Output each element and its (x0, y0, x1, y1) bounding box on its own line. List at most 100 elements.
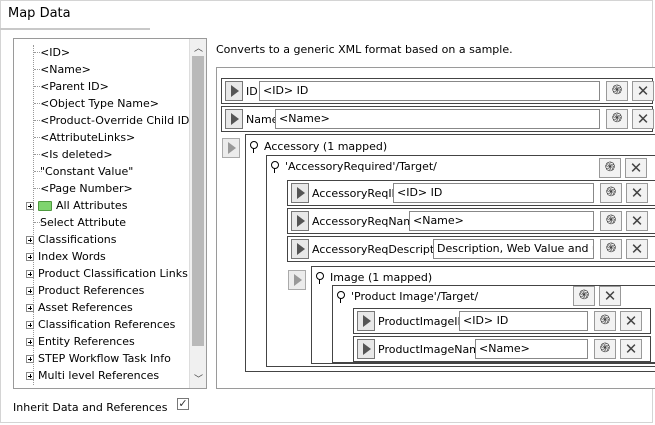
tree-item[interactable]: Multi level References (26, 367, 159, 384)
tree-connector (34, 86, 42, 87)
play-arrow-icon[interactable] (357, 311, 375, 331)
target-label: 'Product Image'/Target/ (351, 290, 479, 303)
tree-item[interactable]: <AttributeLinks> (34, 129, 135, 146)
close-icon[interactable]: ✕ (625, 158, 647, 178)
tree-item[interactable]: Classification References (26, 316, 175, 333)
expand-plus-icon[interactable] (26, 202, 34, 210)
tree-item[interactable]: <Product-Override Child ID> (34, 112, 199, 129)
tree-connector (34, 171, 42, 172)
play-arrow-icon[interactable] (288, 270, 306, 290)
tree-item-label: <Parent ID> (40, 80, 109, 93)
tree-item[interactable]: Entity References (26, 333, 135, 350)
mapping-value-field[interactable]: <ID> ID (259, 81, 600, 101)
tree-item[interactable]: <Is deleted> (34, 146, 113, 163)
expand-plus-icon[interactable] (26, 321, 34, 329)
accessory-target-group: 'AccessoryRequired'/Target/ ֍ ✕ Accessor… (266, 155, 655, 367)
expand-plus-icon[interactable] (26, 253, 34, 261)
tree-item-label: <Name> (40, 63, 91, 76)
tree-item-label: <ID> (40, 46, 71, 59)
play-arrow-icon[interactable] (291, 211, 309, 231)
tree-item[interactable]: Product References (26, 282, 144, 299)
scroll-up-icon[interactable]: ︿ (194, 44, 204, 54)
close-icon[interactable]: ✕ (620, 339, 642, 359)
tree-connector (34, 137, 42, 138)
mapping-row-accessory-req-name: AccessoryReqName <Name> ֍ ✕ (287, 208, 655, 234)
play-arrow-icon[interactable] (225, 109, 243, 129)
swirl-edit-icon[interactable]: ֍ (600, 239, 622, 259)
mapping-label: AccessoryReqName (312, 215, 421, 228)
tree-connector (34, 154, 42, 155)
checkmark-icon: ✓ (178, 397, 188, 410)
mapping-label: ID (246, 85, 258, 98)
swirl-edit-icon[interactable]: ֍ (599, 158, 621, 178)
swirl-edit-icon[interactable]: ֍ (594, 311, 616, 331)
tree-item[interactable]: <Object Type Name> (34, 95, 159, 112)
tree-item[interactable]: <ID> (34, 44, 71, 61)
expand-plus-icon[interactable] (26, 304, 34, 312)
play-arrow-icon[interactable] (225, 81, 243, 101)
mapping-value-field[interactable]: <Name> (409, 211, 594, 231)
expand-plus-icon[interactable] (26, 270, 34, 278)
mapping-value-field[interactable]: <ID> ID (393, 183, 594, 203)
mapping-value-field[interactable]: Description, Web Value and unit (433, 239, 594, 259)
tree-scrollbar[interactable]: ︿ ﹀ (189, 39, 206, 388)
tree-connector (34, 103, 42, 104)
tree-item[interactable]: "Constant Value" (34, 163, 133, 180)
mapping-value-field[interactable]: <ID> ID (459, 311, 588, 331)
play-arrow-icon[interactable] (291, 183, 309, 203)
tree-connector (34, 120, 42, 121)
expand-plus-icon[interactable] (26, 287, 34, 295)
swirl-edit-icon[interactable]: ֍ (600, 211, 622, 231)
target-label: 'AccessoryRequired'/Target/ (285, 160, 437, 173)
tree-item[interactable]: Select Attribute (34, 214, 127, 231)
tree-item[interactable]: Asset References (26, 299, 133, 316)
tree-item-label: Select Attribute (40, 216, 127, 229)
mapping-label: ProductImageName (378, 343, 487, 356)
tree-item-label: <Page Number> (40, 182, 133, 195)
tree-item-label: <Product-Override Child ID> (40, 114, 199, 127)
swirl-edit-icon[interactable]: ֍ (606, 109, 628, 129)
play-arrow-icon[interactable] (291, 239, 309, 259)
close-icon[interactable]: ✕ (626, 183, 648, 203)
tree-item[interactable]: <Name> (34, 61, 91, 78)
tree-item-label: Classification References (38, 318, 176, 331)
scroll-thumb[interactable] (192, 56, 204, 346)
swirl-edit-icon[interactable]: ֍ (594, 339, 616, 359)
expand-plus-icon[interactable] (26, 338, 34, 346)
mapping-value-field[interactable]: <Name> (475, 339, 588, 359)
tree-item[interactable]: Classifications (26, 231, 117, 248)
tree-item[interactable]: <Parent ID> (34, 78, 109, 95)
tree-item-label: STEP Workflow Task Info (38, 352, 171, 365)
title-underline (0, 28, 150, 30)
swirl-edit-icon[interactable]: ֍ (573, 286, 595, 306)
folder-icon (38, 201, 52, 211)
tree-item[interactable]: Product Classification Links (26, 265, 188, 282)
close-icon[interactable]: ✕ (626, 239, 648, 259)
tree-guide-line (33, 45, 35, 385)
close-icon[interactable]: ✕ (632, 109, 654, 129)
swirl-edit-icon[interactable]: ֍ (600, 183, 622, 203)
close-icon[interactable]: ✕ (599, 286, 621, 306)
tree-connector (34, 52, 42, 53)
key-icon (316, 272, 324, 284)
tree-item-label: <Is deleted> (40, 148, 113, 161)
tree-item[interactable]: STEP Workflow Task Info (26, 350, 171, 367)
mapping-row-name: Name <Name> ֍ ✕ (221, 106, 654, 132)
scroll-down-icon[interactable]: ﹀ (194, 375, 204, 385)
expand-plus-icon[interactable] (26, 372, 34, 380)
close-icon[interactable]: ✕ (626, 211, 648, 231)
close-icon[interactable]: ✕ (632, 81, 654, 101)
inherit-checkbox[interactable]: ✓ (177, 398, 189, 410)
play-arrow-icon[interactable] (222, 138, 240, 158)
mapping-value-field[interactable]: <Name> (275, 109, 600, 129)
source-tree[interactable]: <ID> <Name> <Parent ID> <Object Type Name> <… (13, 38, 207, 389)
tree-item[interactable]: <Page Number> (34, 180, 133, 197)
expand-plus-icon[interactable] (26, 236, 34, 244)
close-icon[interactable]: ✕ (620, 311, 642, 331)
swirl-edit-icon[interactable]: ֍ (606, 81, 628, 101)
expand-plus-icon[interactable] (26, 355, 34, 363)
play-arrow-icon[interactable] (357, 339, 375, 359)
tree-item[interactable]: All Attributes (26, 197, 127, 214)
tree-item-label: Asset References (38, 301, 133, 314)
tree-item[interactable]: Index Words (26, 248, 106, 265)
